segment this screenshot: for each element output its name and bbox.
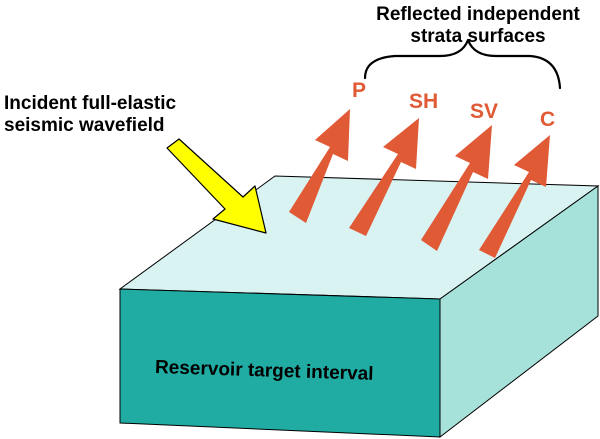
wave-arrow-sh xyxy=(349,118,419,236)
wave-arrow-p xyxy=(289,109,350,223)
reflected-label: Reflected independent strata surfaces xyxy=(368,4,588,48)
block-side-face xyxy=(439,185,599,439)
wave-label-p: P xyxy=(352,79,367,102)
incident-arrow xyxy=(166,138,267,234)
incident-label-line2: seismic wavefield xyxy=(4,115,165,136)
wave-label-c: C xyxy=(540,108,556,131)
reflected-label-line2: strata surfaces xyxy=(410,26,546,47)
incident-label: Incident full-elastic seismic wavefield xyxy=(4,93,176,137)
wave-arrow-c xyxy=(479,135,550,258)
reflected-label-line1: Reflected independent xyxy=(376,4,580,25)
wave-label-sh: SH xyxy=(409,90,439,113)
curly-brace xyxy=(363,38,562,90)
wave-arrow-sv xyxy=(421,125,492,251)
wave-label-sv: SV xyxy=(470,100,499,123)
incident-label-line1: Incident full-elastic xyxy=(4,93,177,114)
